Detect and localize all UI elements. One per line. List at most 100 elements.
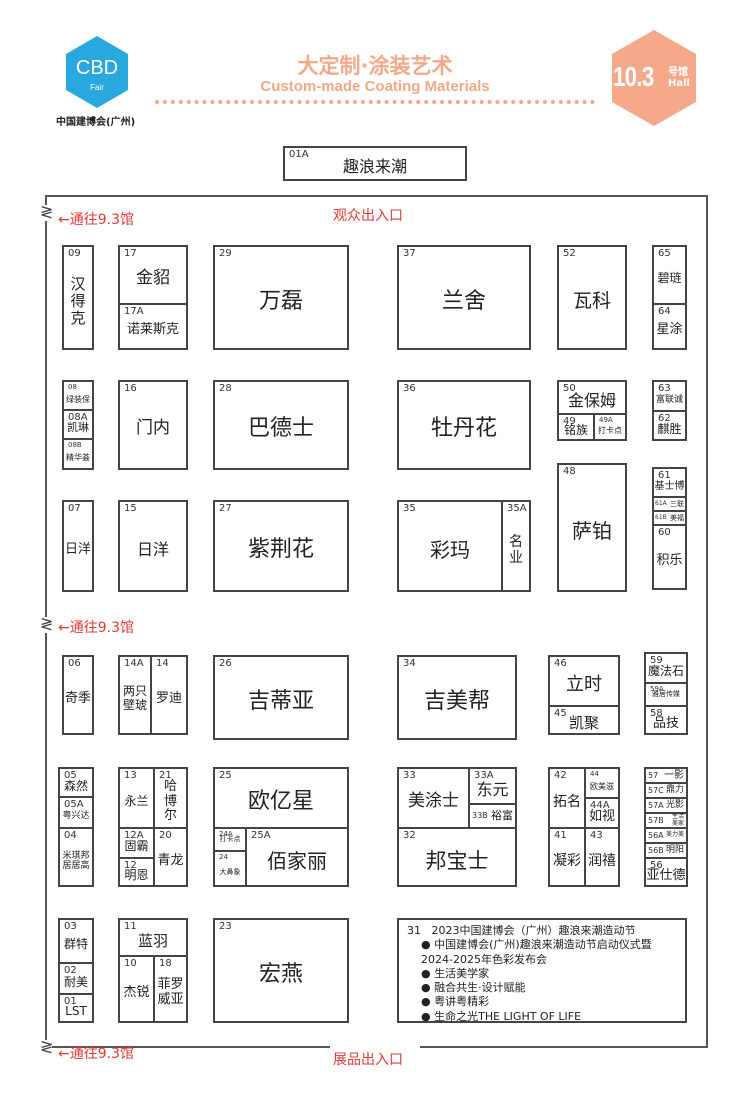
booth-number: 48	[563, 466, 576, 477]
event-item: 中国建博会(广州)趣浪来潮造动节启动仪式暨2024-2025年色彩发布会	[421, 938, 677, 967]
booth-name: 瓦科	[572, 289, 611, 312]
wall-break	[40, 617, 52, 633]
booth-number: 37	[403, 248, 416, 259]
booth-name: 群特	[63, 937, 88, 952]
booth-number: 41	[554, 830, 567, 841]
booth-name: 东元	[476, 779, 509, 799]
to-hall-93-sign: ←通往9.3馆	[58, 212, 134, 228]
booth-name: 两只 壁琥	[122, 684, 147, 712]
booth-number: 14	[156, 658, 169, 669]
event-item: 生活美学家	[421, 967, 677, 981]
event-title: 2023中国建博会（广州）趣浪来潮造动节	[431, 924, 636, 937]
booth-number: 28	[219, 383, 232, 394]
svg-text:Fair: Fair	[90, 83, 104, 92]
booth-name: 森然	[63, 778, 88, 793]
booth-name: 明恩	[124, 868, 149, 883]
booth-31[interactable]: 31 2023中国建博会（广州）趣浪来潮造动节 中国建博会(广州)趣浪来潮造动节…	[397, 918, 687, 1023]
booth-name: 立时	[566, 673, 602, 695]
booth-number: 62	[658, 413, 671, 424]
booth-name: 打卡点	[219, 835, 241, 844]
booth-number: 56A	[648, 830, 664, 840]
booth-name: 宏燕	[258, 961, 303, 987]
booth-number: 13	[124, 770, 137, 781]
to-hall-93-sign: ←通往9.3馆	[58, 1046, 134, 1062]
booth-number: 12	[124, 860, 137, 871]
booth-number: 33	[403, 770, 416, 781]
booth-name: 哈 博 尔	[163, 778, 177, 824]
booth-name: 趣浪来潮	[342, 157, 407, 177]
booth-number: 49	[563, 416, 576, 427]
booth-number: 21	[159, 770, 172, 781]
booth-name: 粤兴达	[62, 811, 90, 822]
